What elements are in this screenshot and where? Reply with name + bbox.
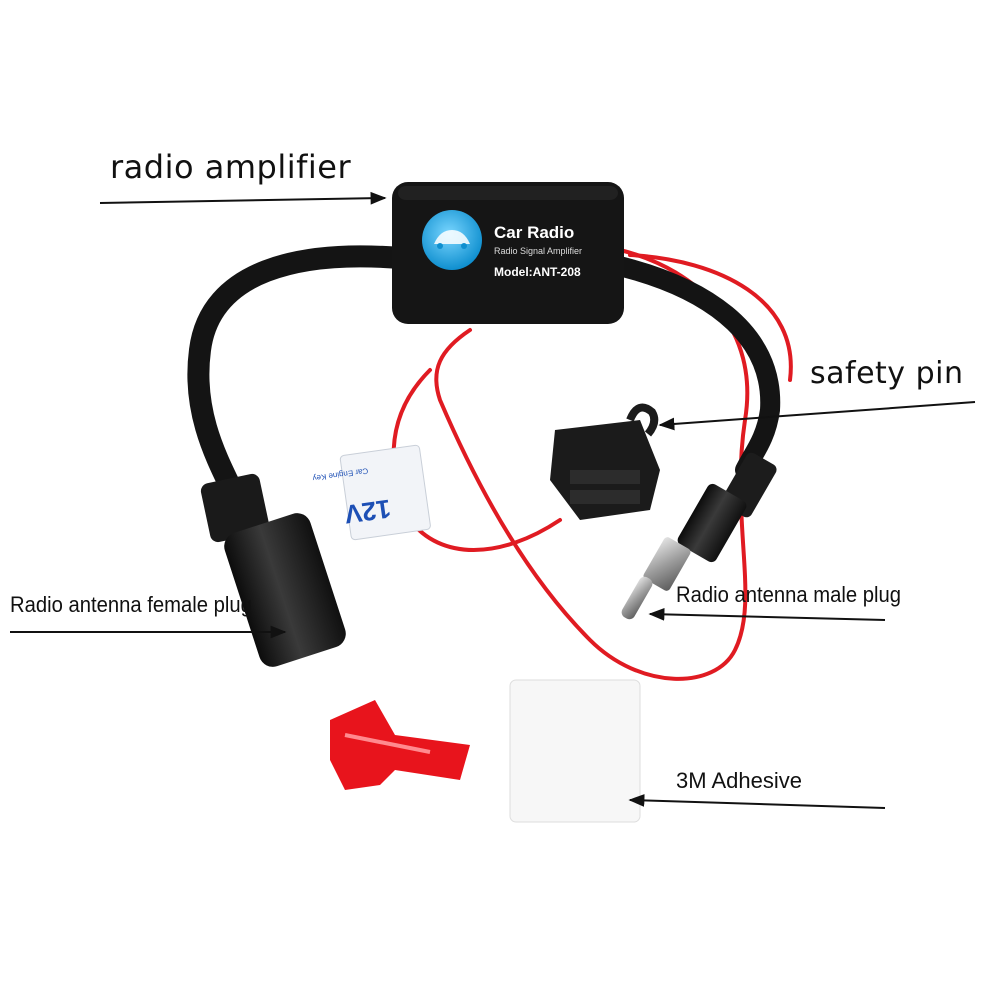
callout-arrows bbox=[10, 191, 976, 809]
device-subtitle: Radio Signal Amplifier bbox=[494, 246, 582, 256]
amplifier-box: Car Radio Radio Signal Amplifier Model:A… bbox=[392, 182, 624, 324]
black-cable-right bbox=[605, 255, 781, 480]
callout-adhesive: 3M Adhesive bbox=[676, 768, 802, 793]
callout-male-plug: Radio antenna male plug bbox=[676, 582, 902, 607]
tag-voltage: 12V bbox=[342, 494, 393, 530]
safety-pin-clip bbox=[626, 403, 659, 437]
callout-safety-pin: safety pin bbox=[810, 356, 964, 391]
male-plug bbox=[621, 452, 777, 620]
callout-female-plug: Radio antenna female plug bbox=[10, 592, 252, 617]
device-model: Model:ANT-208 bbox=[494, 265, 581, 279]
device-brand: Car Radio bbox=[494, 223, 574, 242]
black-cable-left bbox=[187, 245, 411, 501]
female-plug bbox=[200, 473, 346, 667]
fuse-holder bbox=[550, 403, 660, 520]
callout-radio-amplifier: radio amplifier bbox=[110, 148, 352, 186]
car-icon bbox=[434, 230, 470, 244]
red-tap-connector bbox=[330, 700, 470, 790]
adhesive-pad bbox=[509, 679, 641, 823]
voltage-tag: 12V Car Engine Key bbox=[312, 444, 431, 541]
